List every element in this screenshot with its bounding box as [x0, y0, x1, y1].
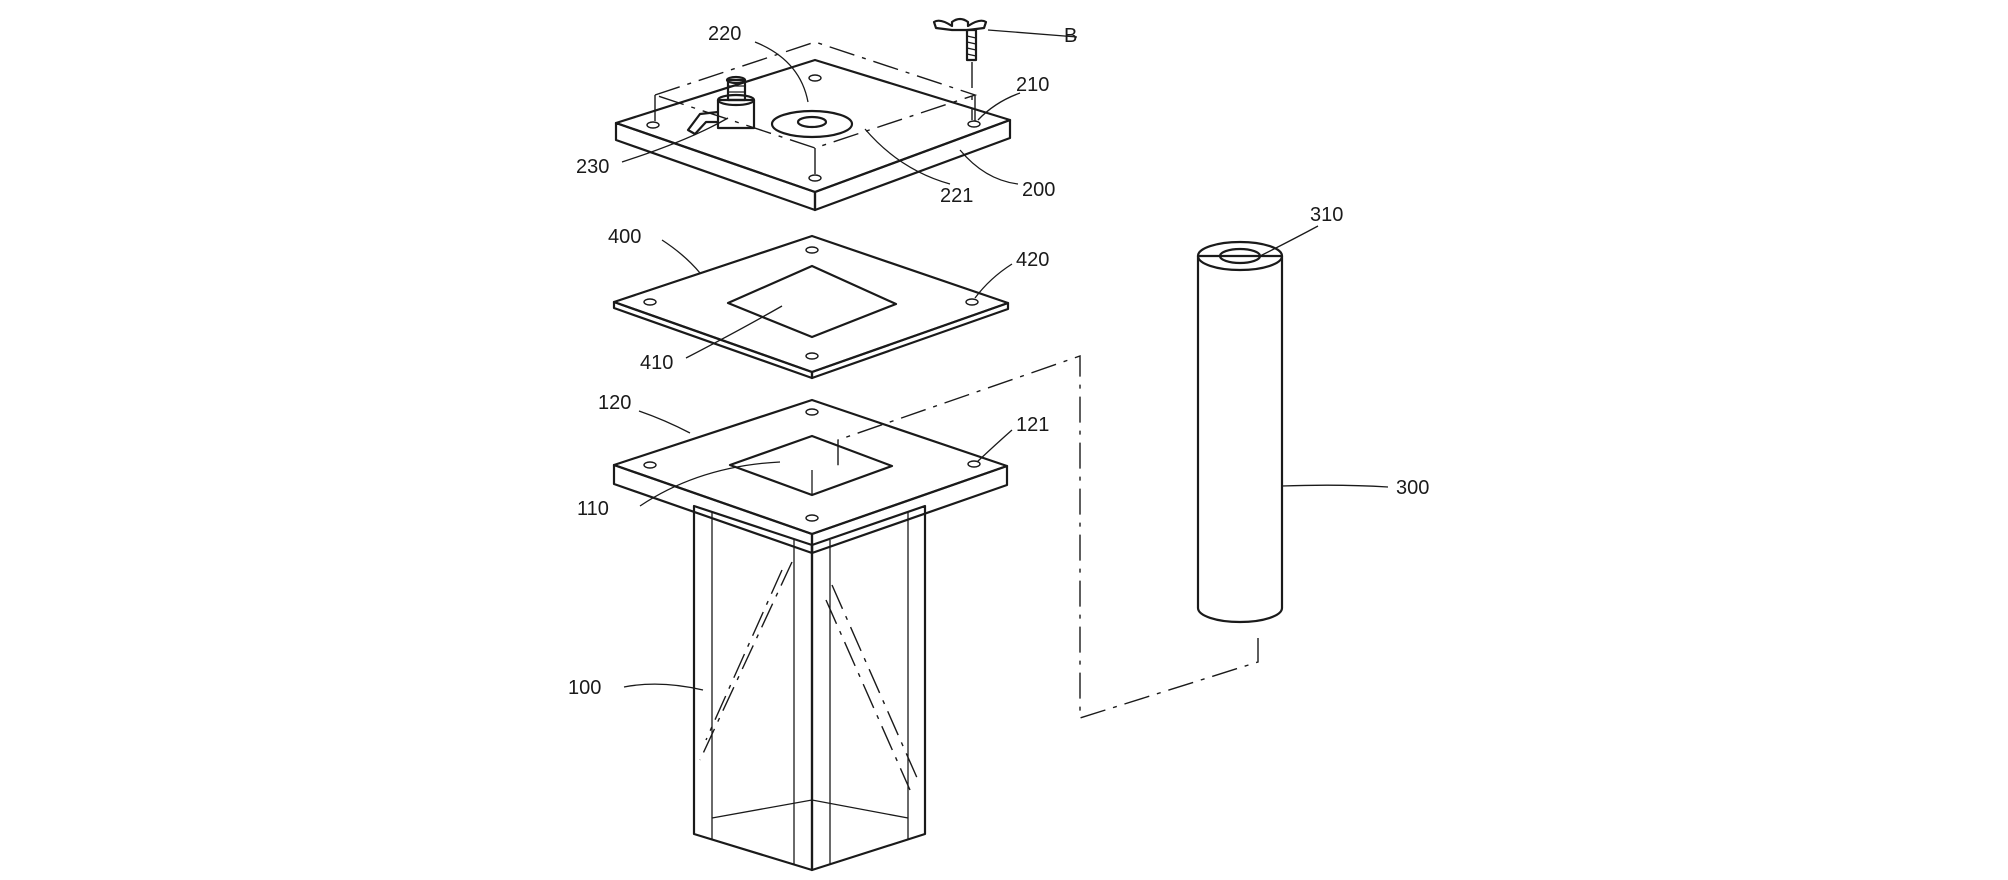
- valve: [686, 75, 756, 136]
- bolt: [932, 17, 988, 120]
- label-gasket: 400: [608, 226, 641, 248]
- label-cover-flange: 210: [1016, 74, 1049, 96]
- label-housing: 100: [568, 677, 601, 699]
- gasket: [612, 234, 1010, 380]
- label-filter-bore: 310: [1310, 204, 1343, 226]
- filter-cartridge: [1196, 240, 1284, 624]
- cover-plate: [614, 41, 1012, 212]
- label-gasket-opening: 410: [640, 352, 673, 374]
- label-flange-holes: 121: [1016, 414, 1049, 436]
- label-cover-port: 220: [708, 23, 741, 45]
- label-housing-flange: 120: [598, 392, 631, 414]
- assembly-path: [837, 355, 1259, 719]
- label-gasket-holes: 420: [1016, 249, 1049, 271]
- housing: [612, 398, 1009, 872]
- leader-lines: [621, 29, 1389, 691]
- reference-labels: 220 B 210 230 221 200 400 420 410 310 12…: [568, 23, 1429, 699]
- label-cover-plate: 200: [1022, 179, 1055, 201]
- label-housing-opening: 110: [577, 498, 609, 520]
- port-ring: [770, 109, 854, 139]
- label-bolt: B: [1064, 25, 1077, 47]
- label-port-ring: 221: [940, 185, 973, 207]
- label-filter: 300: [1396, 477, 1429, 499]
- label-valve: 230: [576, 156, 609, 178]
